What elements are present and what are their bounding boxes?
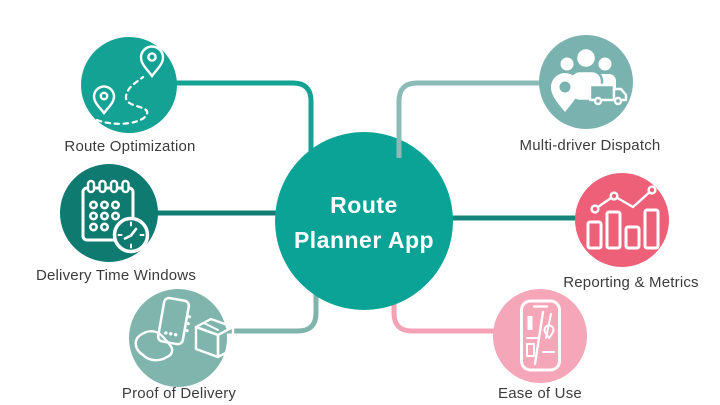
calendar-dots	[89, 200, 121, 232]
dispatch-truck	[588, 83, 628, 106]
node-label-proof-of-delivery: Proof of Delivery	[121, 385, 237, 402]
node-label-ease-of-use: Ease of Use	[498, 385, 582, 402]
connector-multi-driver-dispatch	[396, 80, 540, 158]
phone-map-icon	[520, 299, 561, 372]
drivers-group-icon	[551, 46, 628, 112]
center-node-circle	[275, 132, 453, 310]
bar-chart-icon	[586, 185, 660, 250]
center-title-line1: Route	[330, 192, 398, 218]
route-pins-icon	[92, 45, 165, 125]
connectors	[154, 80, 580, 334]
dispatch-pin	[551, 73, 579, 112]
center-node-title: Route Planner App	[254, 188, 474, 258]
node-label-multi-driver-dispatch: Multi-driver Dispatch	[519, 137, 661, 154]
node-label-delivery-time-windows: Delivery Time Windows	[35, 267, 197, 284]
connector-ease-of-use	[391, 300, 497, 334]
phone-package-icon	[134, 296, 235, 362]
clock	[112, 216, 150, 254]
node-label-reporting-metrics: Reporting & Metrics	[563, 274, 699, 291]
connector-route-optimization	[175, 80, 314, 152]
node-circle-proof-of-delivery	[129, 289, 227, 387]
node-label-route-optimization: Route Optimization	[64, 138, 196, 155]
calendar-clock-icon	[81, 179, 150, 254]
connector-proof-of-delivery	[222, 290, 319, 334]
calendar-binder-rings	[86, 179, 130, 194]
center-title-line2: Planner App	[293, 227, 435, 253]
